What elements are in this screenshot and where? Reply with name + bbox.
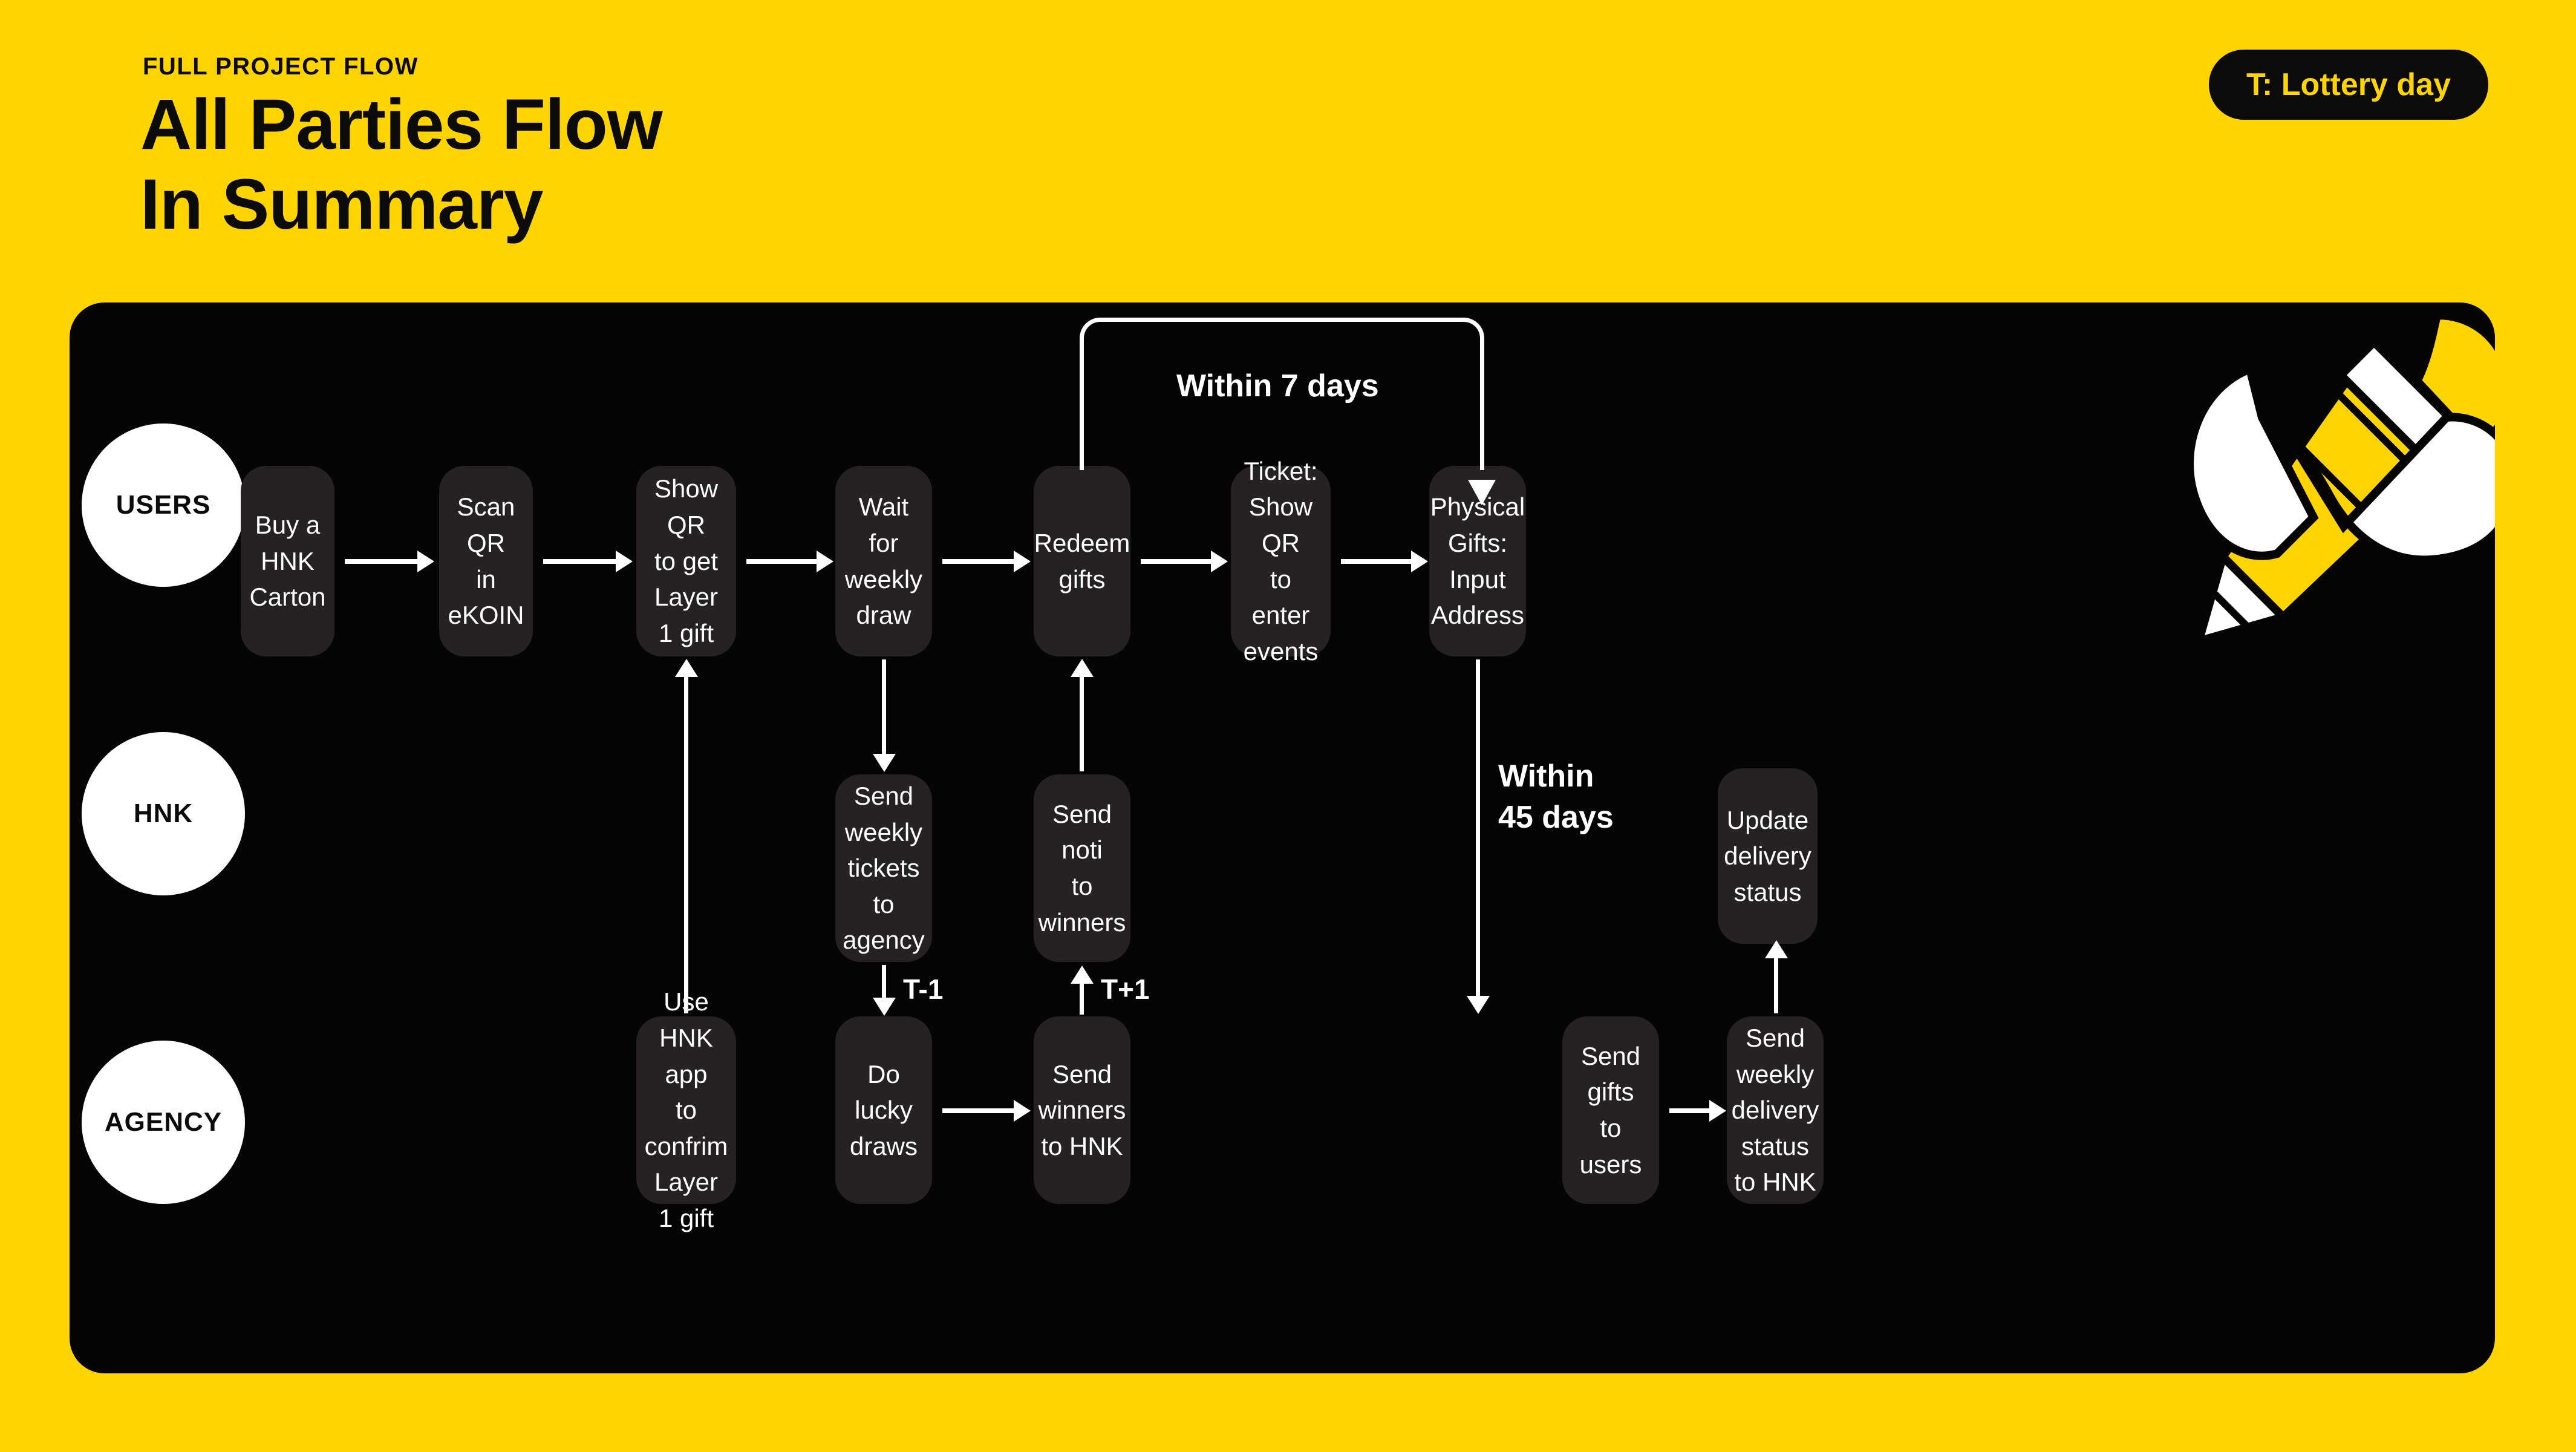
role-label: USERS [116,490,211,520]
arrow-redeem-to-ticket [1141,559,1212,564]
t-plus-1-label: T+1 [1101,973,1150,1005]
flow-box-do-lucky-draws[interactable]: Do lucky draws [835,1016,932,1204]
arrow-tickets-to-lucky-draws [882,965,886,1000]
role-circle-hnk: HNK [82,732,245,895]
eyebrow-label: FULL PROJECT FLOW [143,53,419,80]
hand-writing-pencil-icon [2185,309,2495,648]
role-circle-users: USERS [82,424,245,587]
arrow-usehnkapp-to-showqr [684,675,688,1013]
t-minus-1-label: T-1 [903,973,944,1005]
arrow-gifts-to-delivery [1669,1108,1710,1113]
flow-box-send-winners-hnk[interactable]: Send winners to HNK [1034,1016,1130,1204]
arrow-wait-to-send-tickets [882,659,886,756]
lottery-day-badge: T: Lottery day [2208,50,2488,120]
arrow-wait-to-redeem [942,559,1015,564]
page-title: All Parties Flow In Summary [140,85,663,245]
flow-diagram-panel: USERS HNK AGENCY Buy a HNK Carton Scan Q… [70,302,2495,1373]
arrow-lucky-to-winners [942,1108,1015,1113]
flow-box-use-hnk-app[interactable]: Use HNK app to confrim Layer 1 gift [636,987,736,1232]
flow-box-send-noti-winners[interactable]: Send noti to winners [1034,774,1130,962]
flow-box-buy-carton[interactable]: Buy a HNK Carton [241,466,334,656]
arrow-delivery-to-update [1774,956,1778,1013]
arrow-showqr-to-wait [746,559,818,564]
flow-box-show-qr-l1[interactable]: Show QR to get Layer 1 gift [636,466,736,656]
flow-box-redeem-gifts[interactable]: Redeem gifts [1034,466,1130,656]
role-label: HNK [133,799,194,828]
flow-box-wait-draw[interactable]: Wait for weekly draw [835,466,932,656]
arrow-buy-to-scan [345,559,419,564]
arrow-noti-to-redeem [1080,675,1084,771]
arrow-ticket-to-gifts [1341,559,1412,564]
flow-box-scan-qr[interactable]: Scan QR in eKOIN [439,466,533,656]
flow-box-send-weekly-delivery-status[interactable]: Send weekly delivery status to HNK [1727,1016,1824,1204]
within-7-days-label: Within 7 days [1176,368,1379,404]
flow-box-ticket-enter-events[interactable]: Ticket: Show QR to enter events [1231,457,1331,666]
role-circle-agency: AGENCY [82,1041,245,1204]
arrow-scan-to-showqr [543,559,617,564]
arrow-winners-to-noti [1080,981,1084,1015]
flow-box-send-gifts-users[interactable]: Send gifts to users [1562,1016,1659,1204]
flow-box-update-delivery-status[interactable]: Update delivery status [1718,768,1818,944]
role-label: AGENCY [104,1107,223,1137]
arrow-physicalgifts-to-sendgifts [1476,659,1480,998]
within-7-days-bracket [1080,318,1496,505]
flow-box-send-weekly-tickets[interactable]: Send weekly tickets to agency [835,774,932,962]
within-45-days-label: Within 45 days [1498,759,1614,835]
